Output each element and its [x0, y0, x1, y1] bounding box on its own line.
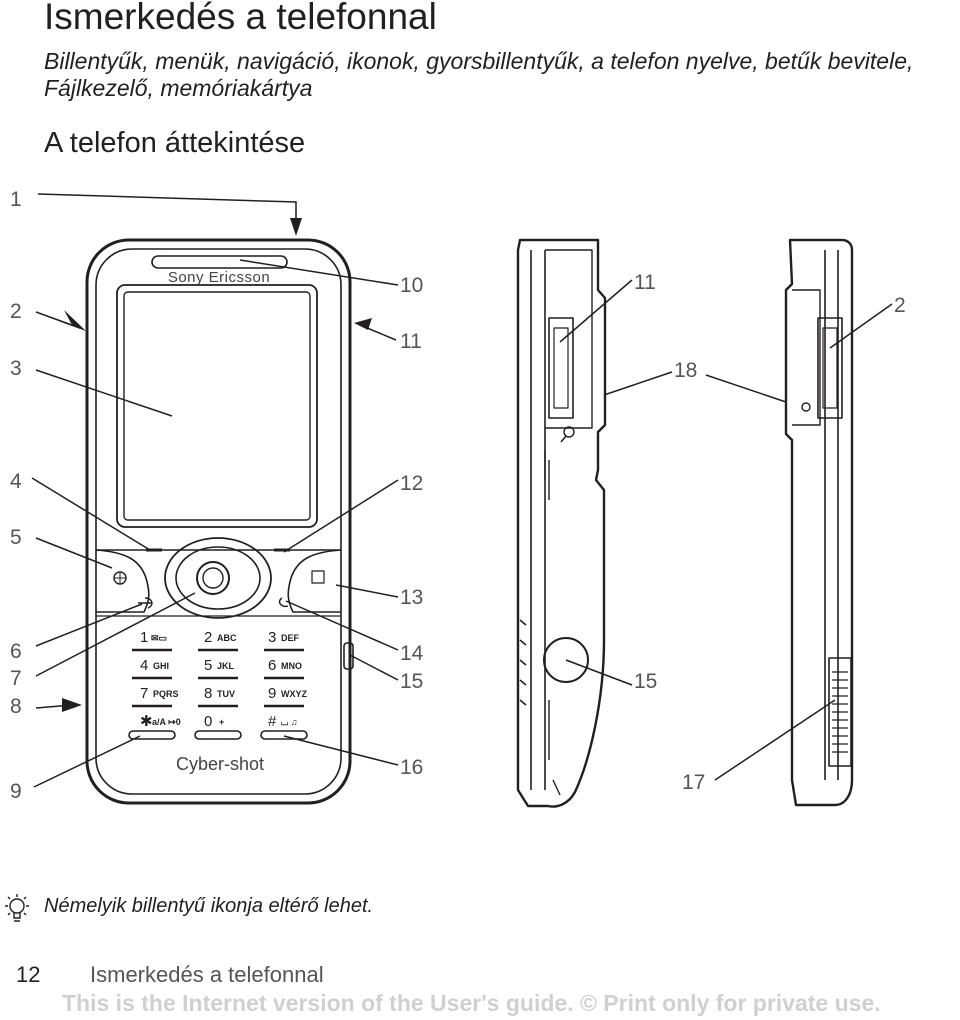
key-7-letters: PQRS — [153, 689, 179, 699]
callout-12: 12 — [400, 472, 423, 495]
key-0-letters: + — [219, 717, 224, 727]
callout-13: 13 — [400, 586, 423, 609]
callout-18: 18 — [674, 359, 697, 382]
callout-7: 7 — [10, 667, 22, 690]
watermark: This is the Internet version of the User… — [62, 990, 881, 1016]
callout-5: 5 — [10, 526, 22, 549]
phone-logo-label: Cyber-shot — [176, 754, 264, 774]
key-3-number: 3 — [268, 629, 276, 646]
key-2-letters: ABC — [217, 633, 237, 643]
section-heading: A telefon áttekintése — [44, 127, 306, 159]
key-4-letters: GHI — [153, 661, 169, 671]
key-8-number: 8 — [204, 685, 212, 702]
callout-14: 14 — [400, 642, 424, 665]
key-8-letters: TUV — [217, 689, 235, 699]
callout-lines — [31, 193, 893, 788]
key-7-number: 7 — [140, 685, 148, 702]
key-star-letters: a/A ↦0 — [152, 717, 181, 727]
phone-front-view — [85, 238, 354, 805]
key-9-number: 9 — [268, 685, 276, 702]
lightbulb-icon — [5, 894, 29, 922]
key-2-number: 2 — [204, 629, 212, 646]
key-1-number: 1 — [140, 629, 148, 646]
key-5-letters: JKL — [217, 661, 235, 671]
page-title: Ismerkedés a telefonnal — [44, 0, 437, 37]
phone-side-view-left — [516, 238, 607, 808]
callout-arrows — [58, 218, 372, 712]
callout-1: 1 — [10, 188, 22, 211]
note-text: Némelyik billentyű ikonja eltérő lehet. — [44, 895, 374, 917]
key-star-number: ✱ — [140, 713, 153, 730]
callout-11-front: 11 — [400, 330, 422, 353]
key-5-number: 5 — [204, 657, 212, 674]
key-0-number: 0 — [204, 713, 212, 730]
key-9-letters: WXYZ — [281, 689, 308, 699]
callout-8: 8 — [10, 695, 22, 718]
callout-10: 10 — [400, 274, 423, 297]
callout-15-side: 15 — [634, 670, 657, 693]
page-subtitle: Billentyűk, menük, navigáció, ikonok, gy… — [44, 48, 914, 101]
phone-brand-label: Sony Ericsson — [168, 269, 270, 286]
callout-9: 9 — [10, 780, 22, 803]
callout-2-left: 2 — [10, 300, 22, 323]
key-hash-letters: ⌴ ♫ — [281, 717, 297, 727]
keypad-labels: 1 ✉▭ 2 ABC 3 DEF 4 GHI 5 JKL 6 MNO 7 PQR… — [140, 629, 308, 730]
callout-16: 16 — [400, 756, 423, 779]
phone-side-view-right — [784, 238, 854, 807]
phone-overview-diagram: 1 2 3 4 5 6 7 8 9 10 11 12 13 14 15 16 1… — [10, 188, 906, 808]
key-6-letters: MNO — [281, 661, 302, 671]
footer-section-title: Ismerkedés a telefonnal — [90, 962, 324, 987]
key-4-number: 4 — [140, 657, 148, 674]
key-hash-number: # — [268, 713, 277, 730]
callout-3: 3 — [10, 357, 22, 380]
page-number: 12 — [16, 962, 41, 987]
callout-15-front: 15 — [400, 670, 423, 693]
key-3-letters: DEF — [281, 633, 300, 643]
callout-17: 17 — [682, 771, 705, 794]
callout-6: 6 — [10, 640, 22, 663]
callout-4: 4 — [10, 470, 22, 493]
key-1-letters: ✉▭ — [151, 633, 167, 643]
key-6-number: 6 — [268, 657, 276, 674]
callout-11-side: 11 — [634, 271, 656, 294]
callout-2-right: 2 — [894, 294, 906, 317]
